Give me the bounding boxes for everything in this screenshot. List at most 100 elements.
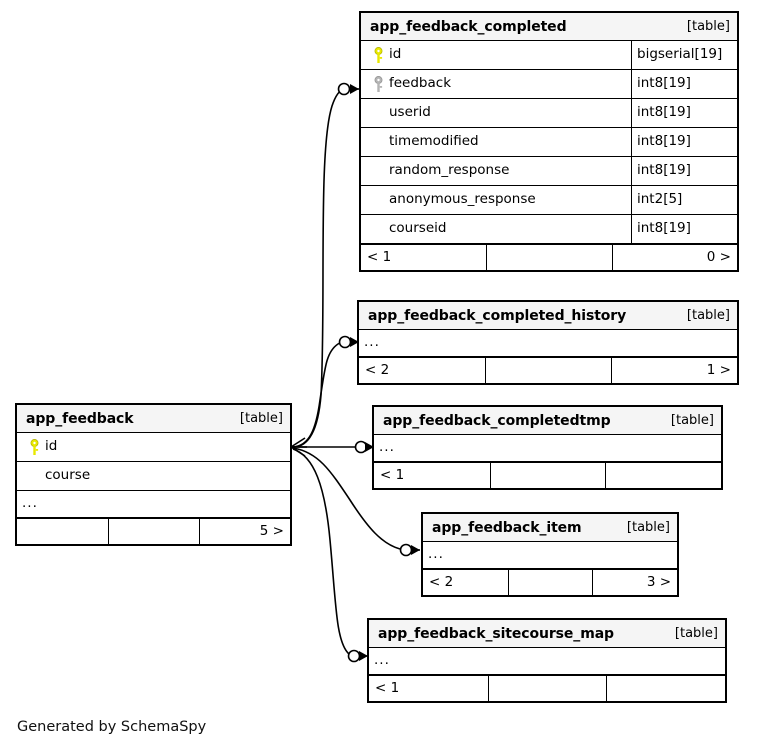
table-ellipsis-row: ... [374,435,721,462]
table-title: app_feedback_completed [370,18,567,35]
table-header: app_feedback_completedtmp [table] [374,407,721,435]
table-title: app_feedback_completed_history [368,307,627,324]
edge-app_feedback-to-app_feedback_completed [292,88,345,448]
footer-parent-count [17,519,108,544]
table-footer: 5 > [17,518,290,544]
table-header: app_feedback_completed [table] [361,13,737,41]
edge-endpoint-circle [354,440,368,454]
edge-arrowhead [411,545,420,555]
column-name-cell: id [361,41,631,69]
table-row[interactable]: random_response int8[19] [361,157,737,186]
column-name-cell: userid [361,99,631,127]
column-name-cell: anonymous_response [361,186,631,214]
generated-by-credit: Generated by SchemaSpy [17,719,207,735]
column-name-text: feedback [389,75,452,92]
edge-endpoint-circle [347,649,361,663]
table-title: app_feedback_sitecourse_map [378,625,614,642]
edge-endpoint-circle [399,543,413,557]
table-node-app-feedback-item[interactable]: app_feedback_item [table] ... < 2 3 > [421,512,679,597]
footer-middle [486,245,611,270]
table-footer: < 2 1 > [359,357,737,383]
edge-crowsfoot-parent [290,437,306,448]
column-name-text: random_response [389,162,510,179]
primary-key-icon [367,46,389,64]
table-node-app-feedback-completed-history[interactable]: app_feedback_completed_history [table] .… [357,300,739,385]
footer-parent-count: < 1 [375,679,400,696]
table-footer: < 2 3 > [423,569,677,595]
edge-app_feedback-to-app_feedback_sitecourse_map [292,448,354,657]
column-type-cell: int8[19] [631,70,737,98]
table-row[interactable]: courseid int8[19] [361,215,737,244]
column-name-cell: courseid [361,215,631,243]
table-footer: < 1 0 > [361,244,737,270]
edge-app_feedback-to-app_feedback_completed_history [292,341,346,448]
footer-child-count: 0 > [611,245,737,270]
table-ellipsis-row: ... [423,542,677,569]
footer-parent-count: < 2 [429,573,454,590]
primary-key-icon [23,438,45,456]
table-kind-label: [table] [686,19,730,34]
table-ellipsis-row: ... [369,648,725,675]
footer-child-count: 3 > [592,570,677,595]
table-footer: < 1 [374,462,721,488]
table-kind-label: [table] [626,520,670,535]
footer-middle [489,463,606,488]
column-name-cell: feedback [361,70,631,98]
table-node-app-feedback-completedtmp[interactable]: app_feedback_completedtmp [table] ... < … [372,405,723,490]
column-name-text: id [389,46,402,63]
footer-parent-count: < 1 [367,248,392,265]
table-row[interactable]: feedback int8[19] [361,70,737,99]
edge-endpoint-circle [337,82,351,96]
table-footer: < 1 [369,675,725,701]
column-type-cell: int8[19] [631,128,737,156]
column-name-text: courseid [389,220,447,237]
table-row[interactable]: userid int8[19] [361,99,737,128]
table-node-app-feedback-sitecourse-map[interactable]: app_feedback_sitecourse_map [table] ... … [367,618,727,703]
table-title: app_feedback_completedtmp [383,412,611,429]
table-node-app-feedback[interactable]: app_feedback [table] id course [15,403,292,546]
table-ellipsis-row: ... [17,491,290,518]
footer-child-count: 5 > [199,519,290,544]
column-type-cell: bigserial[19] [631,41,737,69]
table-kind-label: [table] [670,413,714,428]
footer-middle [108,519,199,544]
table-row[interactable]: timemodified int8[19] [361,128,737,157]
table-header: app_feedback_item [table] [423,514,677,542]
table-header: app_feedback_completed_history [table] [359,302,737,330]
column-type-cell: int8[19] [631,215,737,243]
table-row[interactable]: anonymous_response int2[5] [361,186,737,215]
column-name-text: timemodified [389,133,479,150]
table-row[interactable]: course [17,462,290,491]
foreign-key-icon [367,75,389,93]
edge-crowsfoot-parent [290,446,306,457]
footer-child-count [606,676,725,701]
edge-arrowhead [350,84,359,94]
table-title: app_feedback [26,410,134,427]
table-kind-label: [table] [239,411,283,426]
table-header: app_feedback_sitecourse_map [table] [369,620,725,648]
footer-child-count [605,463,721,488]
column-name-cell: timemodified [361,128,631,156]
edge-endpoint-circle [338,335,352,349]
column-type-cell: int8[19] [631,157,737,185]
column-name-text: anonymous_response [389,191,536,208]
footer-parent-count: < 2 [365,361,390,378]
footer-middle [507,570,593,595]
table-node-app-feedback-completed[interactable]: app_feedback_completed [table] id bigser… [359,11,739,272]
table-kind-label: [table] [674,626,718,641]
column-name-text: userid [389,104,431,121]
table-row[interactable]: id [17,433,290,462]
footer-middle [485,358,611,383]
column-name-text: id [45,438,58,455]
column-name-cell: course [17,462,290,490]
footer-child-count: 1 > [611,358,737,383]
table-title: app_feedback_item [432,519,582,536]
table-kind-label: [table] [686,308,730,323]
footer-parent-count: < 1 [380,466,405,483]
column-name-cell: id [17,433,290,461]
footer-middle [487,676,607,701]
table-header: app_feedback [table] [17,405,290,433]
table-ellipsis-row: ... [359,330,737,357]
table-row[interactable]: id bigserial[19] [361,41,737,70]
